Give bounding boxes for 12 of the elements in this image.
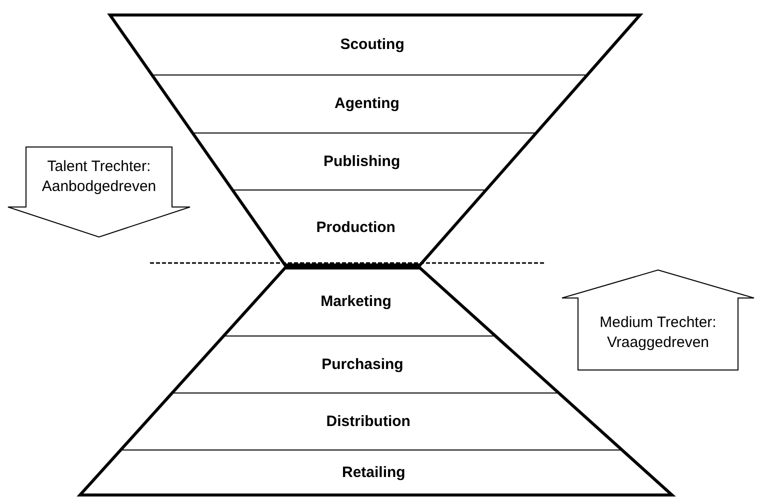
stage-label: Publishing <box>323 152 400 172</box>
stage-label: Distribution <box>326 412 410 432</box>
arrow-label: Talent Trechter: Aanbodgedreven <box>40 157 158 197</box>
stage-label: Scouting <box>340 35 404 55</box>
arrow-label: Medium Trechter: Vraaggedreven <box>598 313 718 353</box>
stage-label: Agenting <box>334 94 400 114</box>
down-block-arrow <box>8 147 190 237</box>
stage-label: Purchasing <box>322 354 404 374</box>
stage-label: Retailing <box>342 462 406 482</box>
stage-label: Marketing <box>320 292 392 312</box>
up-block-arrow <box>562 270 754 371</box>
stage-label: Production <box>316 218 396 238</box>
